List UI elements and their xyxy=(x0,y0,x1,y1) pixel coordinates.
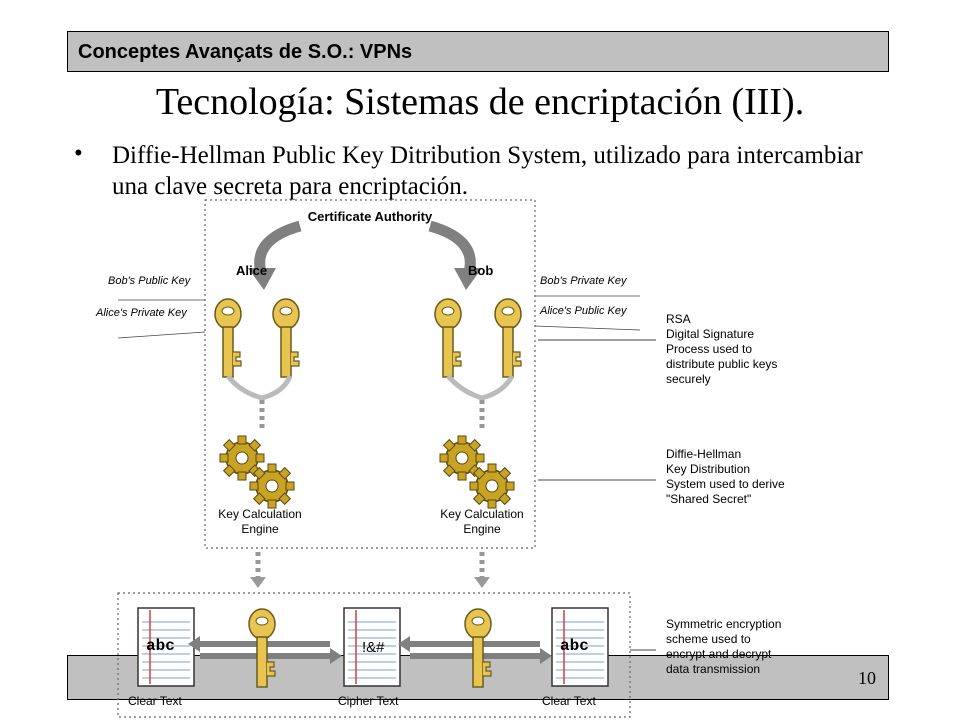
doc-left-content: abc xyxy=(146,637,175,655)
dh-note-line-2: Key Distribution xyxy=(666,462,750,476)
bob-bottom-key-label: Alice's Public Key xyxy=(539,305,628,317)
right-engine-line1: Key Calculation xyxy=(440,507,523,521)
sym-note-line-1: Symmetric encryption xyxy=(666,617,781,631)
key-icon xyxy=(248,608,276,688)
doc-right-content: abc xyxy=(560,637,589,655)
clear-text-left-label: Clear Text xyxy=(128,694,182,708)
rsa-note-line-3: Process used to xyxy=(666,342,752,356)
clear-text-right-label: Clear Text xyxy=(542,694,596,708)
down-arrow-right xyxy=(474,577,490,588)
slide-title: Tecnología: Sistemas de encriptación (II… xyxy=(155,81,805,123)
cipher-text-label: Cipher Text xyxy=(338,694,399,708)
gear-icon xyxy=(469,463,515,509)
rsa-note-line-4: distribute public keys xyxy=(666,357,777,371)
alice-label: Alice xyxy=(236,263,267,278)
header-bar: Conceptes Avançats de S.O.: VPNs xyxy=(67,31,889,72)
left-engine-line2: Engine xyxy=(241,522,279,536)
rsa-note-line-2: Digital Signature xyxy=(666,327,754,341)
left-engine-line1: Key Calculation xyxy=(218,507,301,521)
sym-note-line-2: scheme used to xyxy=(666,632,751,646)
key-icon xyxy=(464,608,492,688)
rsa-note-line-5: securely xyxy=(666,372,711,386)
bob-label: Bob xyxy=(468,263,493,278)
right-engine-line2: Engine xyxy=(463,522,501,536)
key-icon xyxy=(434,298,462,378)
ca-label: Certificate Authority xyxy=(308,209,433,224)
key-icon xyxy=(214,298,242,378)
gear-icon xyxy=(249,463,295,509)
alice-bottom-key-label: Alice's Private Key xyxy=(95,307,188,319)
doc-cipher-content: !&# xyxy=(362,639,385,656)
key-icon xyxy=(272,298,300,378)
key-icon xyxy=(494,298,522,378)
dh-note-line-1: Diffie-Hellman xyxy=(666,447,741,461)
sym-note-line-3: encrypt and decrypt xyxy=(666,647,772,661)
dh-note-line-3: System used to derive xyxy=(666,477,785,491)
rsa-note-line-1: RSA xyxy=(666,312,691,326)
bob-top-key-label: Bob's Private Key xyxy=(540,275,628,287)
dh-note-line-4: "Shared Secret" xyxy=(666,492,751,506)
bullet-marker: • xyxy=(74,140,83,167)
bullet-text: Diffie-Hellman Public Key Ditribution Sy… xyxy=(112,142,863,200)
key-exchange-box xyxy=(204,199,536,549)
ca-arrowhead-left xyxy=(248,268,276,290)
ca-arrowhead-right xyxy=(454,268,482,290)
down-arrow-left xyxy=(250,577,266,588)
sym-note-line-4: data transmission xyxy=(666,662,760,676)
encryption-box xyxy=(117,592,631,718)
alice-top-key-label: Bob's Public Key xyxy=(108,275,192,287)
page-number: 10 xyxy=(858,668,876,688)
header-title: Conceptes Avançats de S.O.: VPNs xyxy=(78,41,413,63)
